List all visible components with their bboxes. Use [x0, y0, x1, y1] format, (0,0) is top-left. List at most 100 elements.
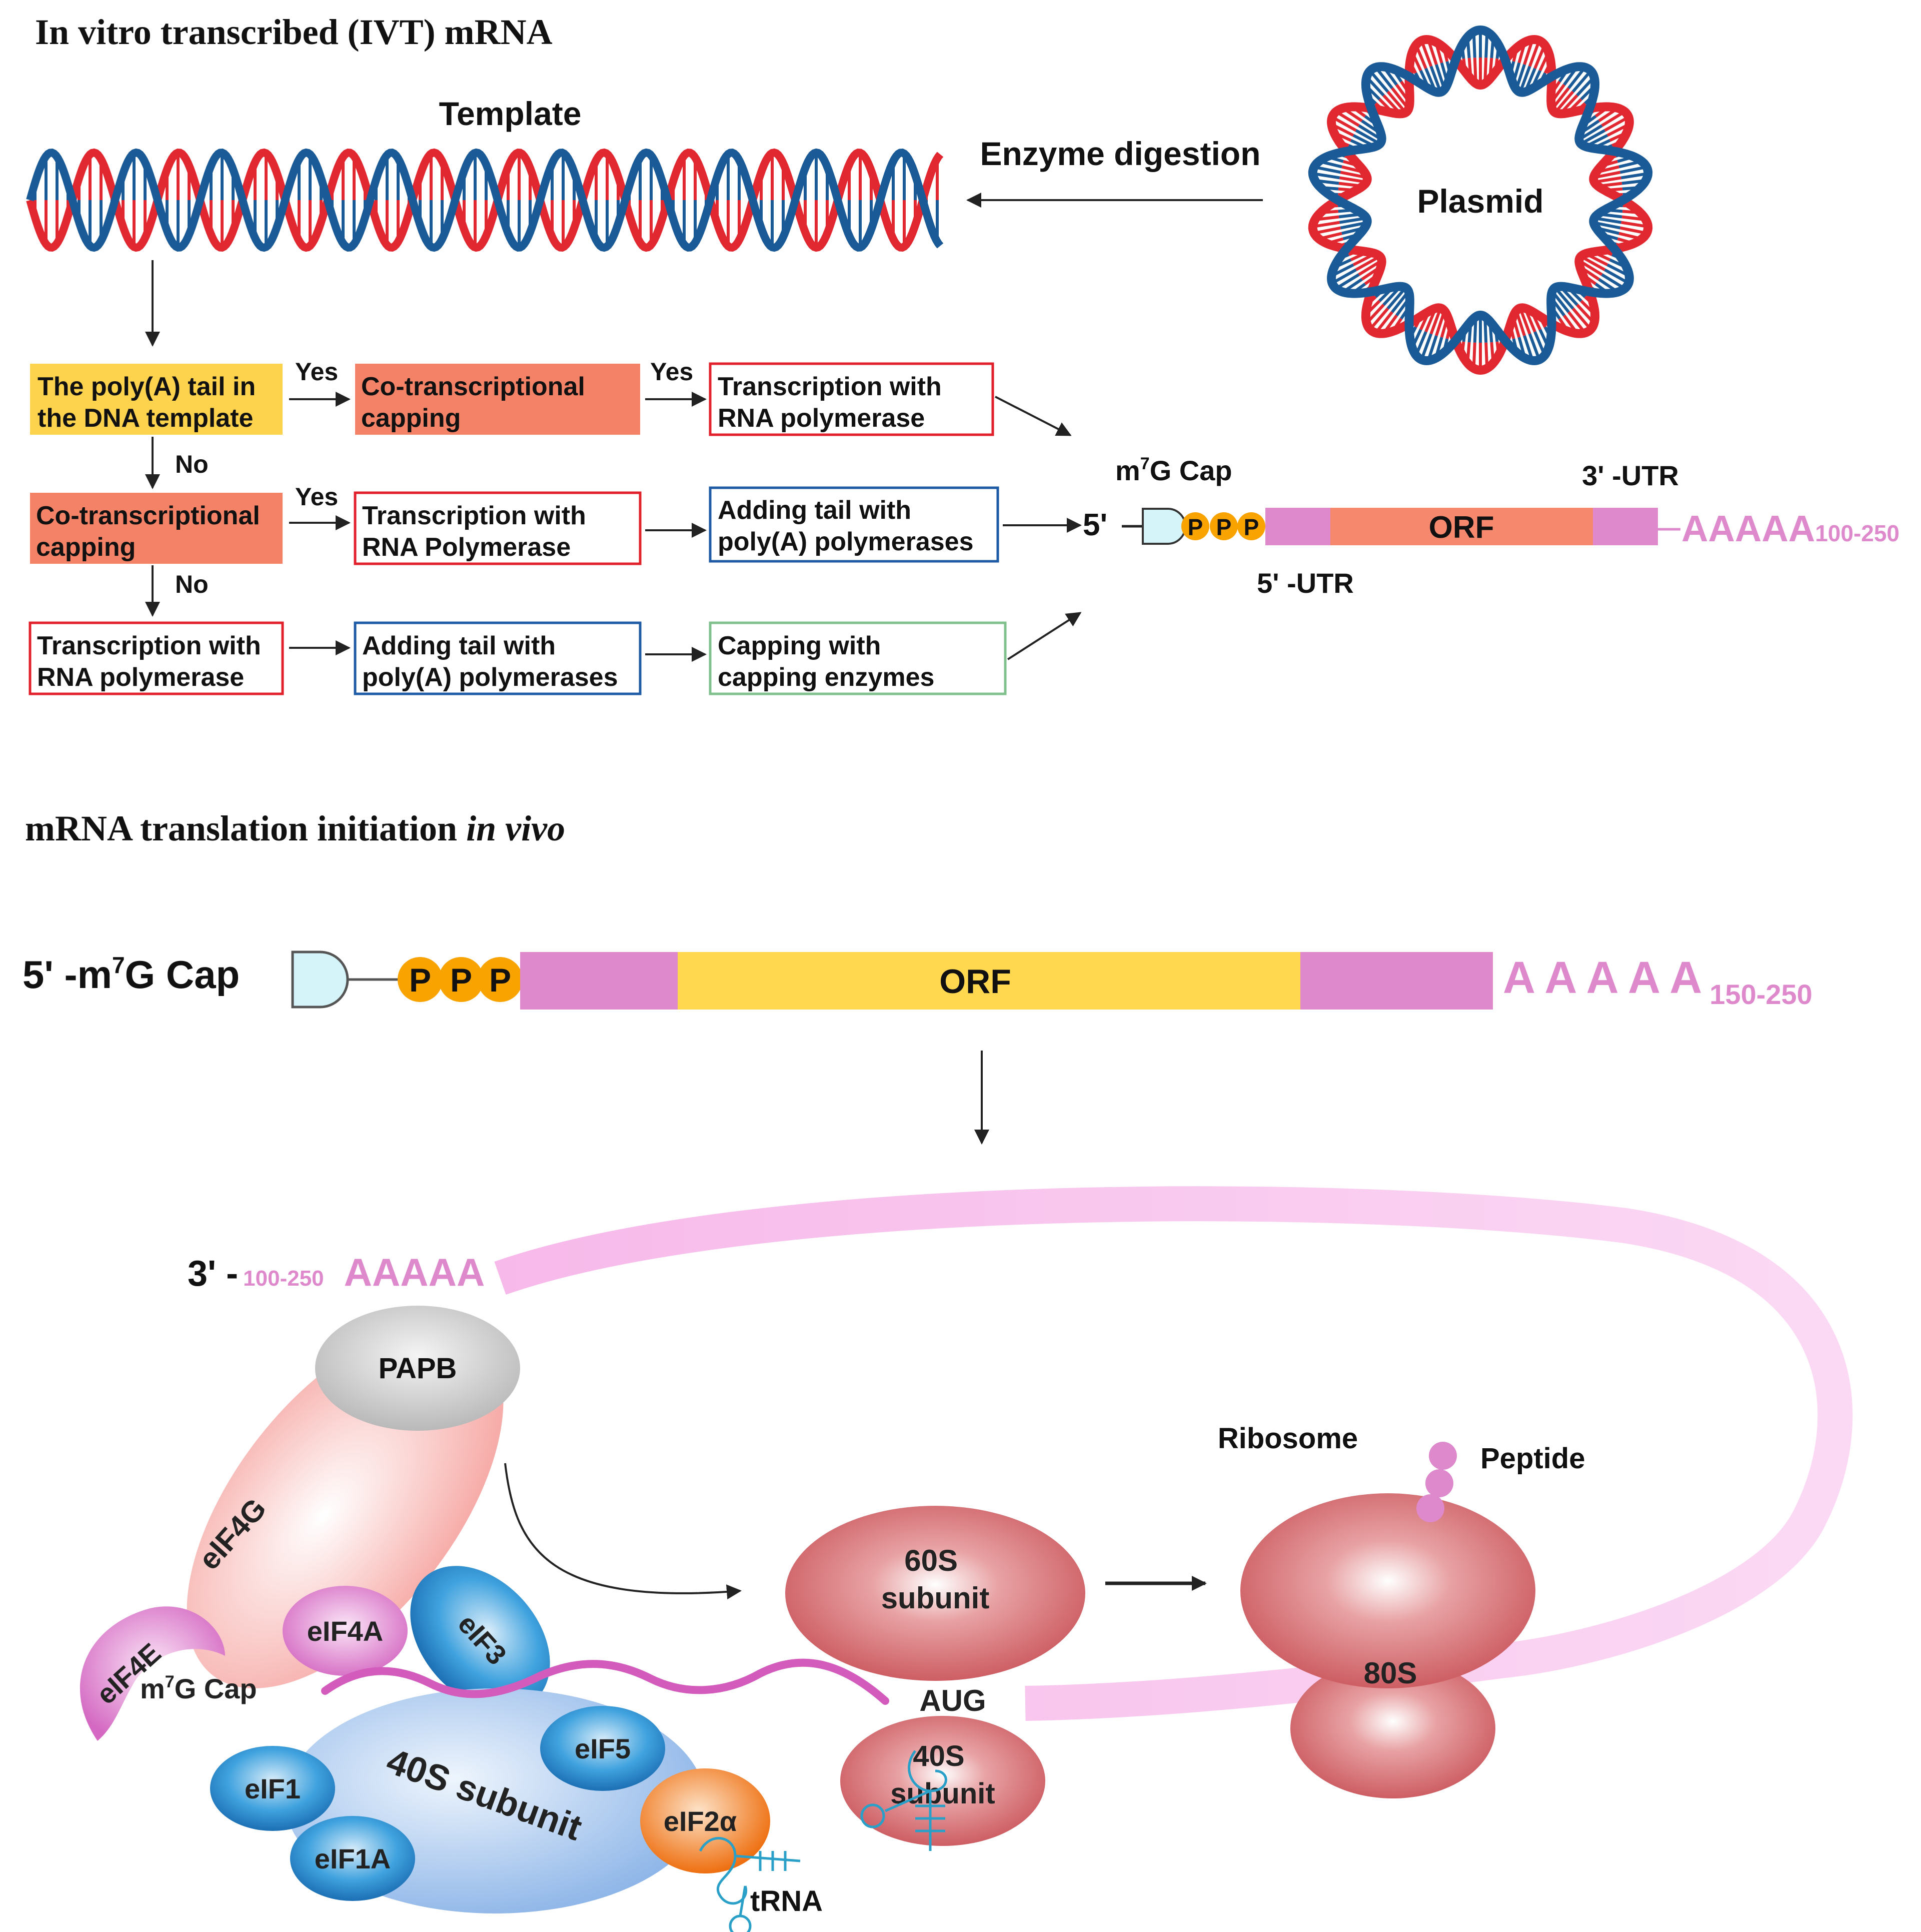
plasmid-base-pair [1528, 40, 1541, 67]
trna-icon-2 [860, 1750, 947, 1851]
plasmid-base-pair [1420, 333, 1433, 360]
no-label-2: No [175, 570, 209, 598]
box-add-tail-1-line1: Adding tail with [718, 496, 911, 525]
eif2a-label: eIF2α [664, 1805, 737, 1837]
subunit-60s-line1: 60S [904, 1544, 958, 1577]
complex-three-prime: 3' - [188, 1254, 238, 1294]
box-tx-rna-pol-3-text: Transcription with RNA polymerase [37, 631, 268, 692]
translation-title-italic: in vivo [466, 808, 565, 848]
yes-label-3: Yes [295, 483, 338, 511]
eif5 [540, 1706, 665, 1791]
trna-icon [699, 1837, 801, 1932]
subunit-60s-line2: subunit [881, 1581, 990, 1615]
aug-label: AUG [919, 1684, 986, 1717]
box-cotx-capping-2 [30, 493, 283, 564]
polya-label: AAAAA100-250 [1681, 508, 1899, 549]
phosphate-2-label: P [1216, 514, 1232, 540]
eif1a [290, 1816, 415, 1901]
box-add-tail-2-line2: poly(A) polymerases [362, 663, 618, 692]
peptide-label: Peptide [1480, 1442, 1585, 1475]
box-polya-template-line2: the DNA template [38, 404, 253, 433]
eif4e [80, 1606, 226, 1741]
ribosome-80s-large [1240, 1493, 1535, 1688]
dna-strand-blue [26, 148, 944, 252]
box-add-tail-2 [354, 621, 642, 695]
box-tx-rna-pol-2-line2: RNA Polymerase [362, 533, 571, 562]
invivo-phosphate-3-label: P [489, 961, 511, 999]
subunit-40s-2-line1: 40S [913, 1740, 964, 1772]
eif3 [410, 1566, 550, 1711]
invivo-utr5 [520, 952, 678, 1010]
box-tx-rna-pol-3-line2: RNA polymerase [37, 663, 244, 692]
box-capping-enzymes [709, 621, 1007, 695]
box-add-tail-1 [709, 486, 999, 563]
phosphate-3 [1237, 512, 1265, 540]
template-label: Template [439, 95, 582, 132]
invivo-phosphate-1-label: P [409, 961, 431, 999]
ribosome-label: Ribosome [1218, 1422, 1358, 1455]
subunit-40s-2-line2: subunit [890, 1777, 995, 1810]
box-cotx-capping-1 [355, 364, 640, 435]
eif1a-label: eIF1A [315, 1843, 391, 1874]
box-tx-rna-pol-1-line1: Transcription with [718, 372, 942, 401]
box-polya-template-text: The poly(A) tail in the DNA template [38, 372, 263, 433]
box-tx-rna-pol-2 [354, 491, 642, 565]
m7g-cap-icon [1142, 508, 1186, 545]
polya-count: 100-250 [1815, 520, 1899, 546]
peptide-bead-2 [1425, 1469, 1453, 1497]
utr3-segment [1593, 508, 1658, 545]
subunit-40s-2 [840, 1716, 1045, 1846]
box-tx-rna-pol-2-line1: Transcription with [362, 501, 586, 530]
box-tx-rna-pol-1-text: Transcription with RNA polymerase [718, 372, 949, 433]
curved-arrow [504, 1463, 742, 1600]
dna-template [26, 148, 944, 252]
eif4a [283, 1586, 408, 1676]
subunit-40s-2-label: 40S subunit [890, 1740, 995, 1810]
complex-cap-label: m7G Cap [140, 1672, 257, 1704]
box-cotx-capping-1-line2: capping [361, 404, 461, 433]
invivo-m7g-cap-icon [291, 950, 349, 1009]
enzyme-digestion-label: Enzyme digestion [980, 135, 1260, 172]
ribosome-80s-small [1290, 1658, 1495, 1798]
box-tx-rna-pol-1-line2: RNA polymerase [718, 404, 925, 433]
mrna-strand-wavy [321, 1658, 889, 1705]
box-cotx-capping-1-text: Co-transcriptional capping [361, 372, 592, 433]
invivo-phosphate-1 [398, 957, 443, 1002]
eif2a [640, 1768, 770, 1873]
invivo-phosphate-2-label: P [450, 961, 472, 999]
translation-section-title: mRNA translation initiation in vivo [25, 808, 565, 848]
plasmid-label: Plasmid [1417, 183, 1543, 220]
complex-polya-letters: AAAAA [344, 1250, 485, 1294]
eif5-label: eIF5 [575, 1733, 631, 1764]
box-tx-rna-pol-1 [709, 362, 994, 436]
ribosome-80s-label: 80S [1364, 1656, 1417, 1690]
box-cotx-capping-2-line2: capping [36, 533, 136, 562]
invivo-phosphate-2 [439, 957, 484, 1002]
flowchart: The poly(A) tail in the DNA template Yes… [29, 358, 1082, 695]
arrow-to-mrna-1 [995, 396, 1072, 436]
orf-segment [1330, 508, 1593, 545]
polya-letters: AAAAA [1681, 508, 1815, 549]
box-add-tail-1-line2: poly(A) polymerases [718, 527, 974, 556]
box-cotx-capping-1-line1: Co-transcriptional [361, 372, 585, 401]
subunit-60s-label: 60S subunit [881, 1544, 990, 1615]
complex-polya-count: 100-250 [243, 1266, 324, 1291]
papb [315, 1306, 520, 1431]
phosphate-1-label: P [1188, 514, 1203, 540]
box-cotx-capping-2-line1: Co-transcriptional [36, 501, 260, 530]
utr3-label: 3' -UTR [1582, 460, 1679, 491]
arrow-to-mrna-3 [1007, 612, 1082, 660]
plasmid: Plasmid [1308, 25, 1653, 375]
phosphate-1 [1181, 512, 1209, 540]
invivo-polya-count: 150-250 [1709, 979, 1812, 1010]
cap-label: m7G Cap [1115, 454, 1232, 486]
invivo-phosphate-3 [478, 957, 523, 1002]
box-capping-enzymes-line1: Capping with [718, 631, 881, 660]
box-tx-rna-pol-2-text: Transcription with RNA Polymerase [362, 501, 593, 562]
box-add-tail-2-text: Adding tail with poly(A) polymerases [362, 631, 618, 692]
ivt-mrna: m7G Cap 5' P P P ORF 3' -UTR 5' -UTR AAA… [1083, 454, 1899, 599]
eif4a-label: eIF4A [307, 1615, 384, 1647]
subunit-60s [785, 1506, 1085, 1681]
trna-label: tRNA [750, 1885, 823, 1917]
